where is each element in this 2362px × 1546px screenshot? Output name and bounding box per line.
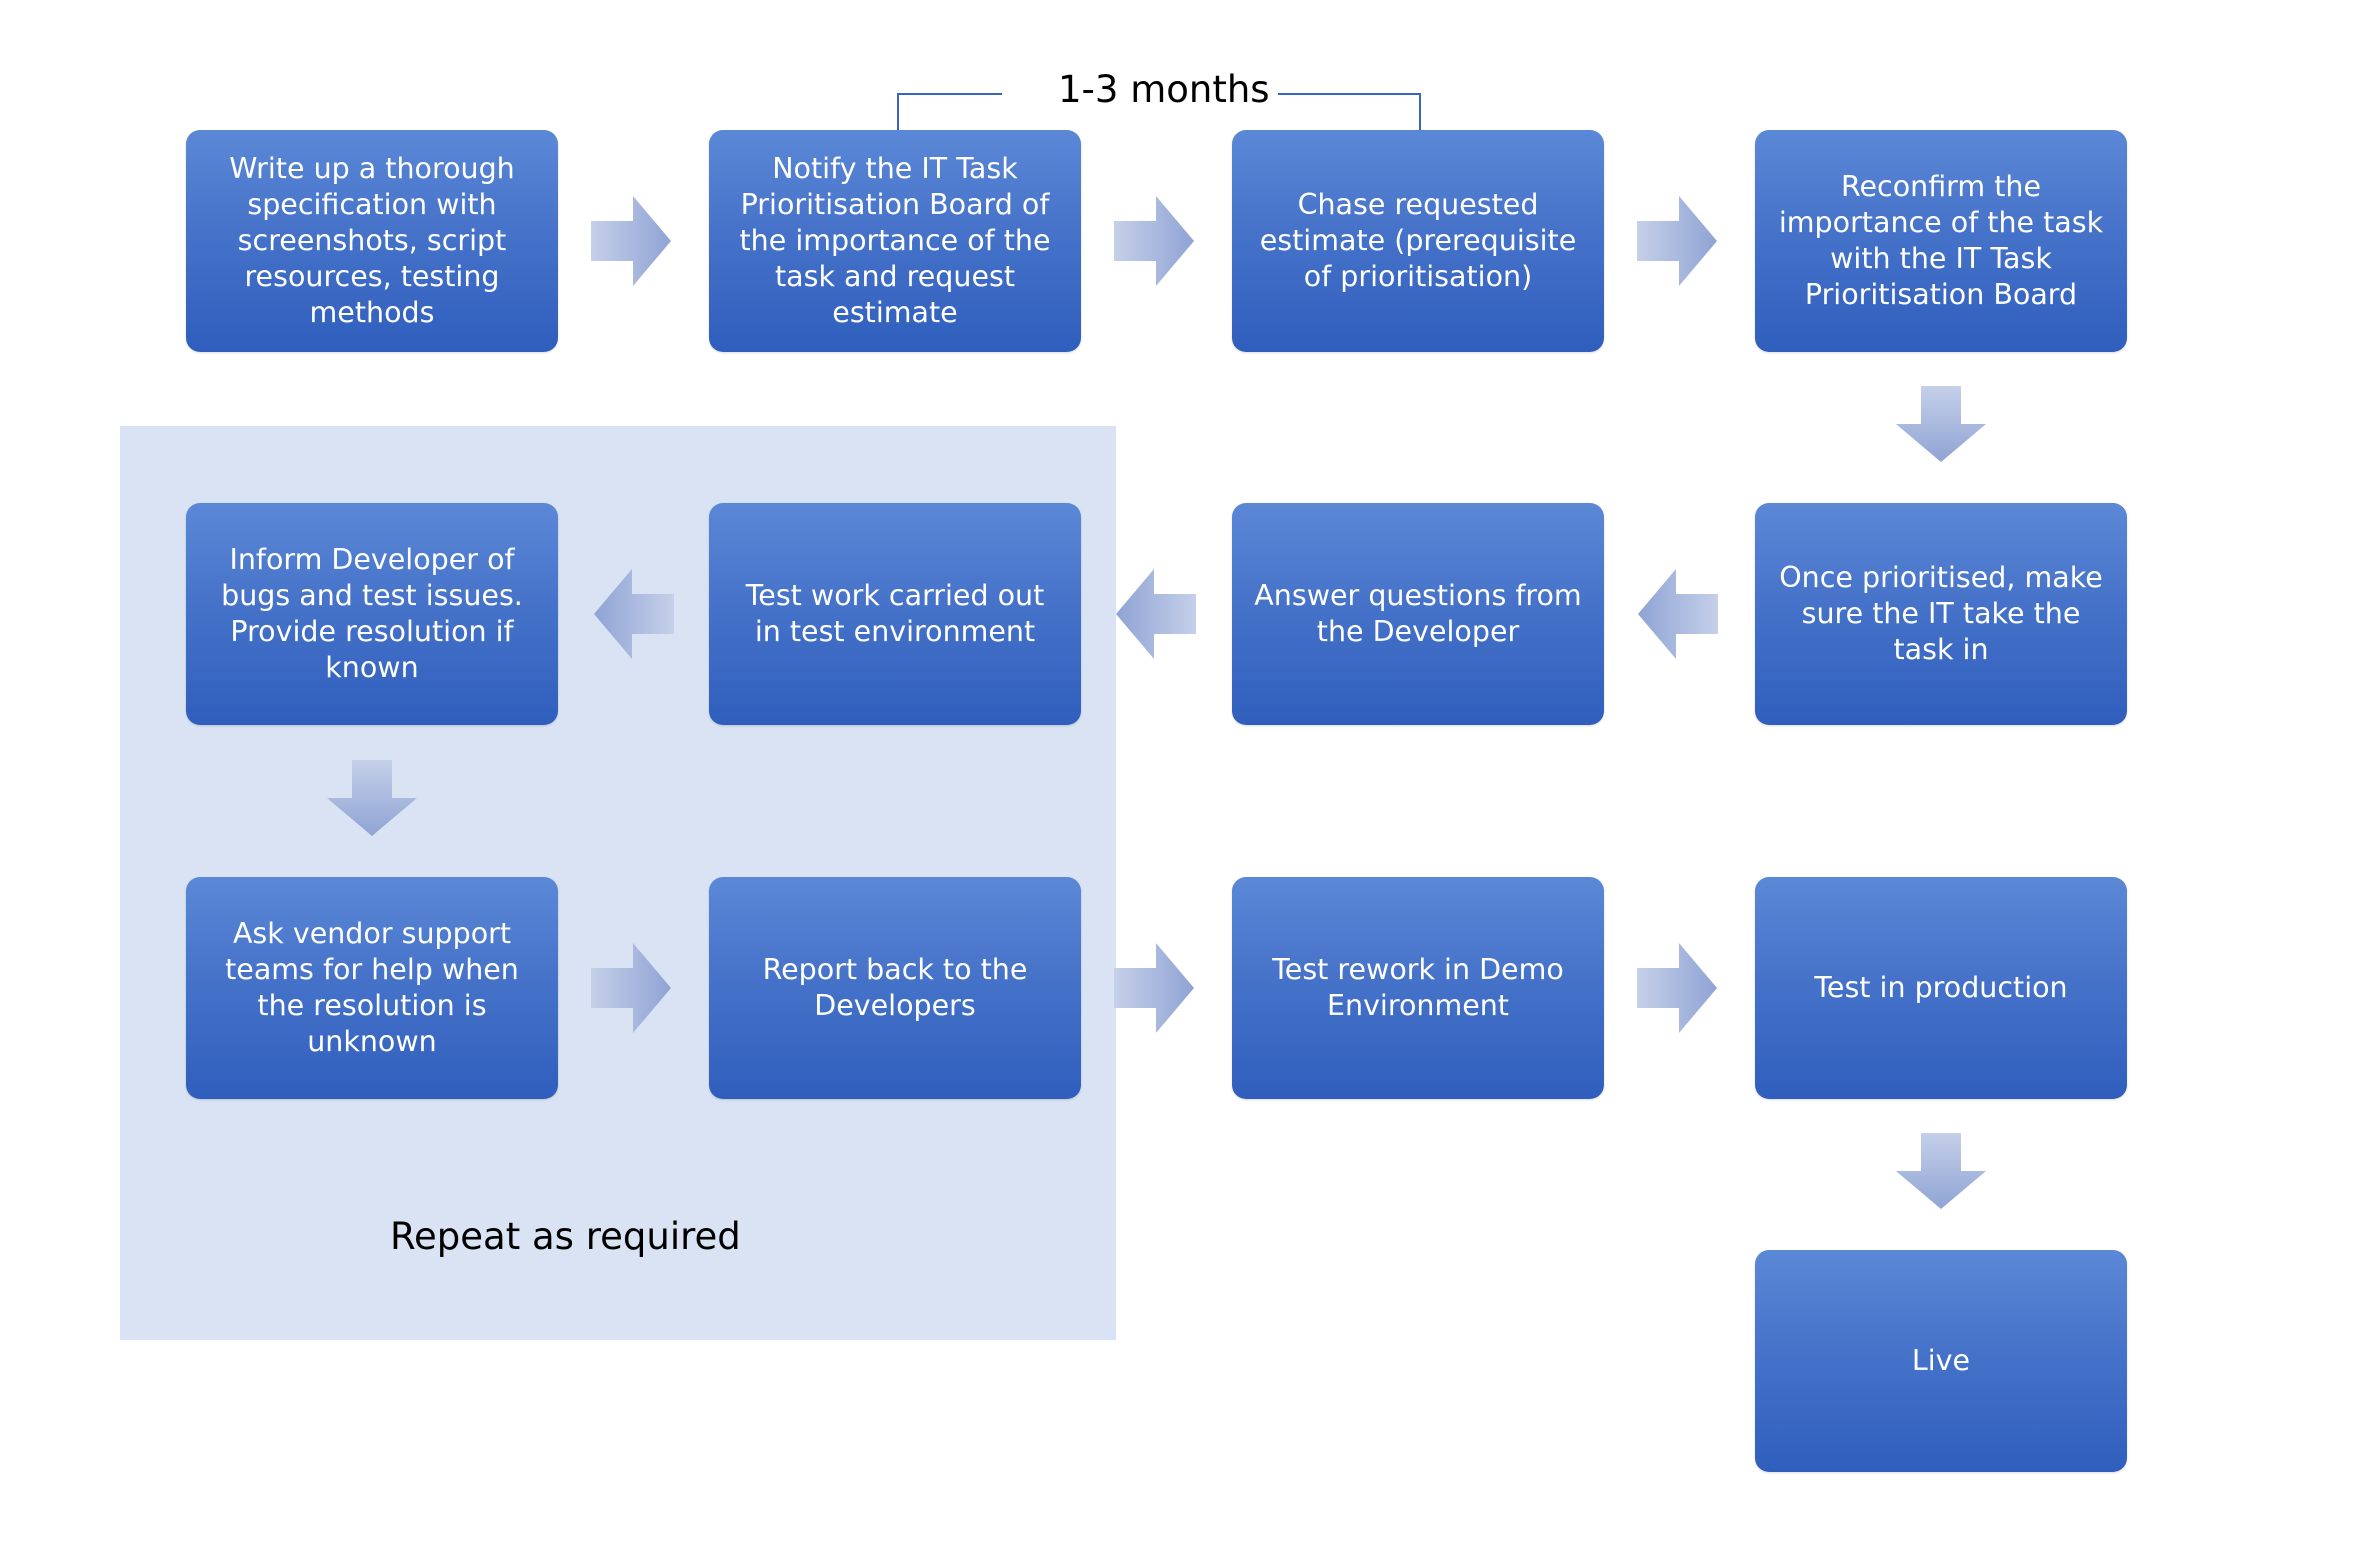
- arrow-left-icon: [1116, 569, 1196, 659]
- step-test-rework: Test rework in Demo Environment: [1232, 877, 1604, 1099]
- arrow-right-icon: [591, 943, 671, 1033]
- arrow-right-icon: [1637, 943, 1717, 1033]
- arrow-right-icon: [1114, 196, 1194, 286]
- step-answer-questions: Answer questions from the Developer: [1232, 503, 1604, 725]
- arrow-right-icon: [1637, 196, 1717, 286]
- step-chase-estimate: Chase requested estimate (prerequisite o…: [1232, 130, 1604, 352]
- step-ask-vendor: Ask vendor support teams for help when t…: [186, 877, 558, 1099]
- arrow-right-icon: [591, 196, 671, 286]
- step-live: Live: [1755, 1250, 2127, 1472]
- step-reconfirm: Reconfirm the importance of the task wit…: [1755, 130, 2127, 352]
- arrow-right-icon: [1114, 943, 1194, 1033]
- arrow-down-icon: [1896, 1133, 1986, 1209]
- arrow-left-icon: [1638, 569, 1718, 659]
- arrow-down-icon: [1896, 386, 1986, 462]
- timeline-bracket: [897, 93, 1421, 130]
- step-notify-board: Notify the IT Task Prioritisation Board …: [709, 130, 1081, 352]
- repeat-region-label: Repeat as required: [390, 1215, 741, 1258]
- step-test-work: Test work carried out in test environmen…: [709, 503, 1081, 725]
- arrow-down-icon: [327, 760, 417, 836]
- step-once-prioritised: Once prioritised, make sure the IT take …: [1755, 503, 2127, 725]
- timeline-bracket-right: [1278, 93, 1421, 130]
- step-inform-developer: Inform Developer of bugs and test issues…: [186, 503, 558, 725]
- step-write-spec: Write up a thorough specification with s…: [186, 130, 558, 352]
- arrow-left-icon: [594, 569, 674, 659]
- step-test-production: Test in production: [1755, 877, 2127, 1099]
- timeline-label: 1-3 months: [1058, 68, 1270, 111]
- timeline-bracket-left: [897, 93, 1002, 130]
- step-report-back: Report back to the Developers: [709, 877, 1081, 1099]
